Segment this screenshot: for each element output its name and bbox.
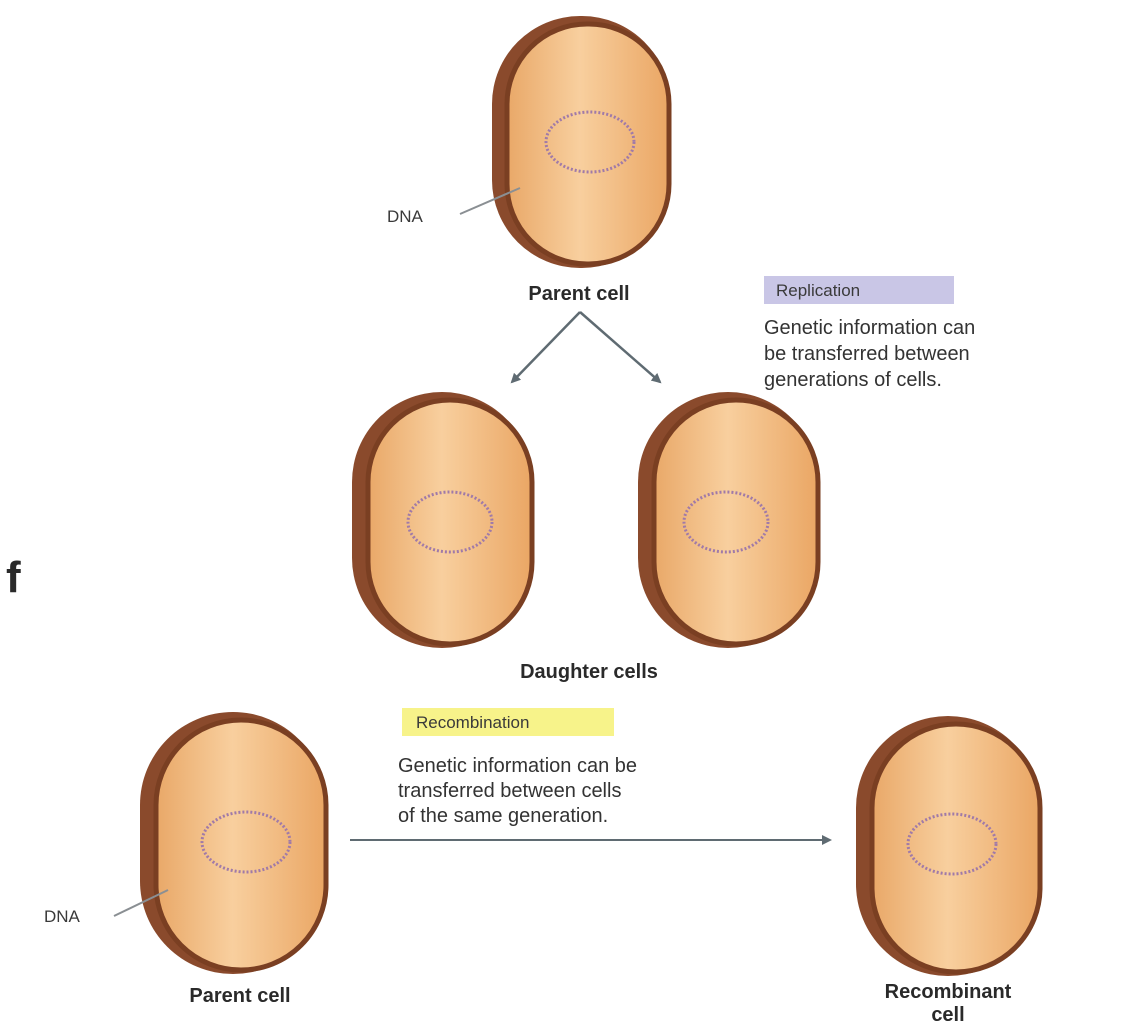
replication-arrow-left [510, 311, 581, 384]
dna-ring [406, 490, 494, 554]
replication-parent-cell [492, 16, 672, 268]
replication-parent-label: Parent cell [528, 283, 629, 305]
dna-ring [906, 812, 998, 876]
replication-description-line-2: be transferred between [764, 343, 970, 365]
dna-pointer-line [113, 889, 169, 917]
recombination-description-line-2: transferred between cells [398, 780, 621, 802]
recombination-description-line-1: Genetic information can be [398, 755, 637, 777]
dna-label: DNA [44, 907, 81, 926]
dna-ring [682, 490, 770, 554]
replication-tag: Replication [776, 281, 860, 300]
daughter-cells-label: Daughter cells [520, 661, 658, 683]
recombinant-cell [856, 716, 1043, 976]
daughter-cell-left [352, 392, 535, 648]
daughter-cell-right [638, 392, 821, 648]
recombination-tag-bg [402, 708, 614, 736]
dna-ring [544, 110, 636, 174]
replication-tag-bg [764, 276, 954, 304]
recombination-parent-cell [140, 712, 329, 974]
recombinant-label-line-1: Recombinant [885, 981, 1012, 1003]
dna-ring [200, 810, 292, 874]
recombination-description-line-3: of the same generation. [398, 805, 608, 827]
replication-arrow-right [579, 311, 662, 384]
recombination-parent-label: Parent cell [189, 985, 290, 1007]
panel-letter: f [6, 553, 21, 602]
dna-pointer-line [459, 187, 521, 215]
replication-description-line-3: generations of cells. [764, 369, 942, 391]
replication-description-line-1: Genetic information can [764, 317, 975, 339]
recombinant-label-line-2: cell [931, 1004, 964, 1025]
dna-label: DNA [387, 207, 424, 226]
recombination-tag: Recombination [416, 713, 529, 732]
